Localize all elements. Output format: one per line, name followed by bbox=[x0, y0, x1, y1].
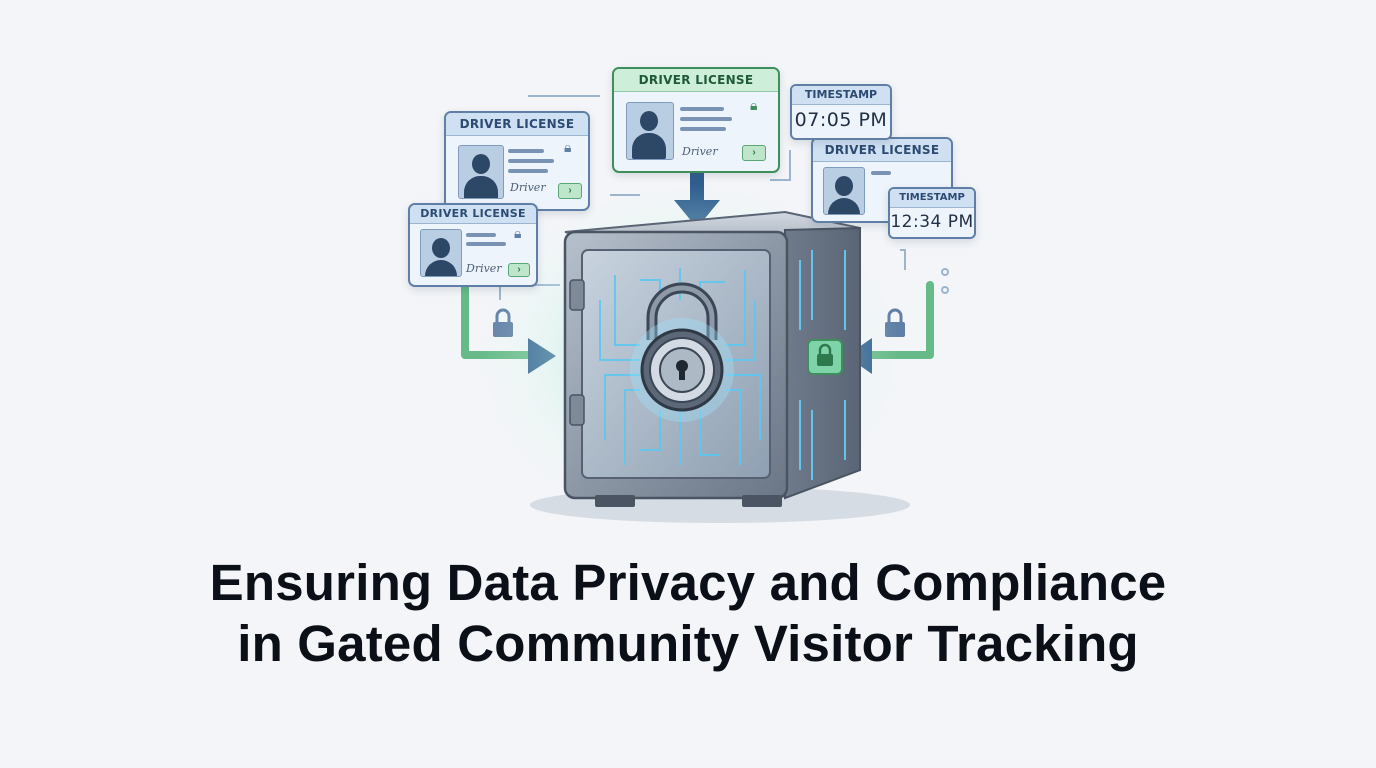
timestamp-card-2: TIMESTAMP 12:34 PM bbox=[888, 187, 976, 239]
id-card-header: DRIVER LICENSE bbox=[614, 69, 778, 92]
foot-right bbox=[742, 495, 782, 507]
id-photo-icon bbox=[458, 145, 504, 199]
id-photo-icon bbox=[823, 167, 865, 215]
chevron-right-icon: › bbox=[558, 183, 582, 199]
signature: Driver bbox=[510, 181, 546, 194]
hinge-top bbox=[569, 279, 585, 311]
signature: Driver bbox=[682, 145, 718, 158]
timestamp-card-1: TIMESTAMP 07:05 PM bbox=[790, 84, 892, 140]
side-safe-lock-icon bbox=[807, 339, 843, 375]
timestamp-time: 07:05 PM bbox=[794, 109, 888, 131]
side-circuits bbox=[799, 250, 846, 480]
hinge-bottom bbox=[569, 394, 585, 426]
lock-icon: 🔒︎ bbox=[564, 139, 572, 155]
foot-left bbox=[595, 495, 635, 507]
signature: Driver bbox=[466, 262, 502, 275]
chevron-right-icon: › bbox=[742, 145, 766, 161]
id-card-header: DRIVER LICENSE bbox=[410, 205, 536, 224]
dots bbox=[941, 268, 949, 294]
lock-icon: 🔒︎ bbox=[750, 97, 758, 113]
lock-icon: 🔒︎ bbox=[514, 225, 522, 241]
id-card-header: DRIVER LICENSE bbox=[813, 139, 951, 162]
title-line-1: Ensuring Data Privacy and Compliance bbox=[209, 554, 1167, 611]
id-card-top-center: DRIVER LICENSE 🔒︎ Driver › bbox=[612, 67, 780, 173]
id-photo-icon bbox=[626, 102, 674, 160]
safe-illustration bbox=[461, 95, 949, 525]
id-card-right: DRIVER LICENSE bbox=[811, 137, 953, 223]
timestamp-label: TIMESTAMP bbox=[792, 86, 890, 105]
illustration: DRIVER LICENSE 🔒︎ Driver › DRIVER LICENS… bbox=[408, 67, 976, 525]
padlock-icon bbox=[630, 282, 734, 422]
page-title: Ensuring Data Privacy and Compliance in … bbox=[0, 552, 1376, 674]
id-card-back-left: DRIVER LICENSE 🔒︎ Driver › bbox=[444, 111, 590, 211]
id-card-front-left: DRIVER LICENSE 🔒︎ Driver › bbox=[408, 203, 538, 287]
id-photo-icon bbox=[420, 229, 462, 277]
id-card-header: DRIVER LICENSE bbox=[446, 113, 588, 136]
chevron-right-icon: › bbox=[508, 263, 530, 277]
timestamp-time: 12:34 PM bbox=[890, 212, 974, 232]
timestamp-label: TIMESTAMP bbox=[890, 189, 974, 208]
title-line-2: in Gated Community Visitor Tracking bbox=[237, 615, 1139, 672]
